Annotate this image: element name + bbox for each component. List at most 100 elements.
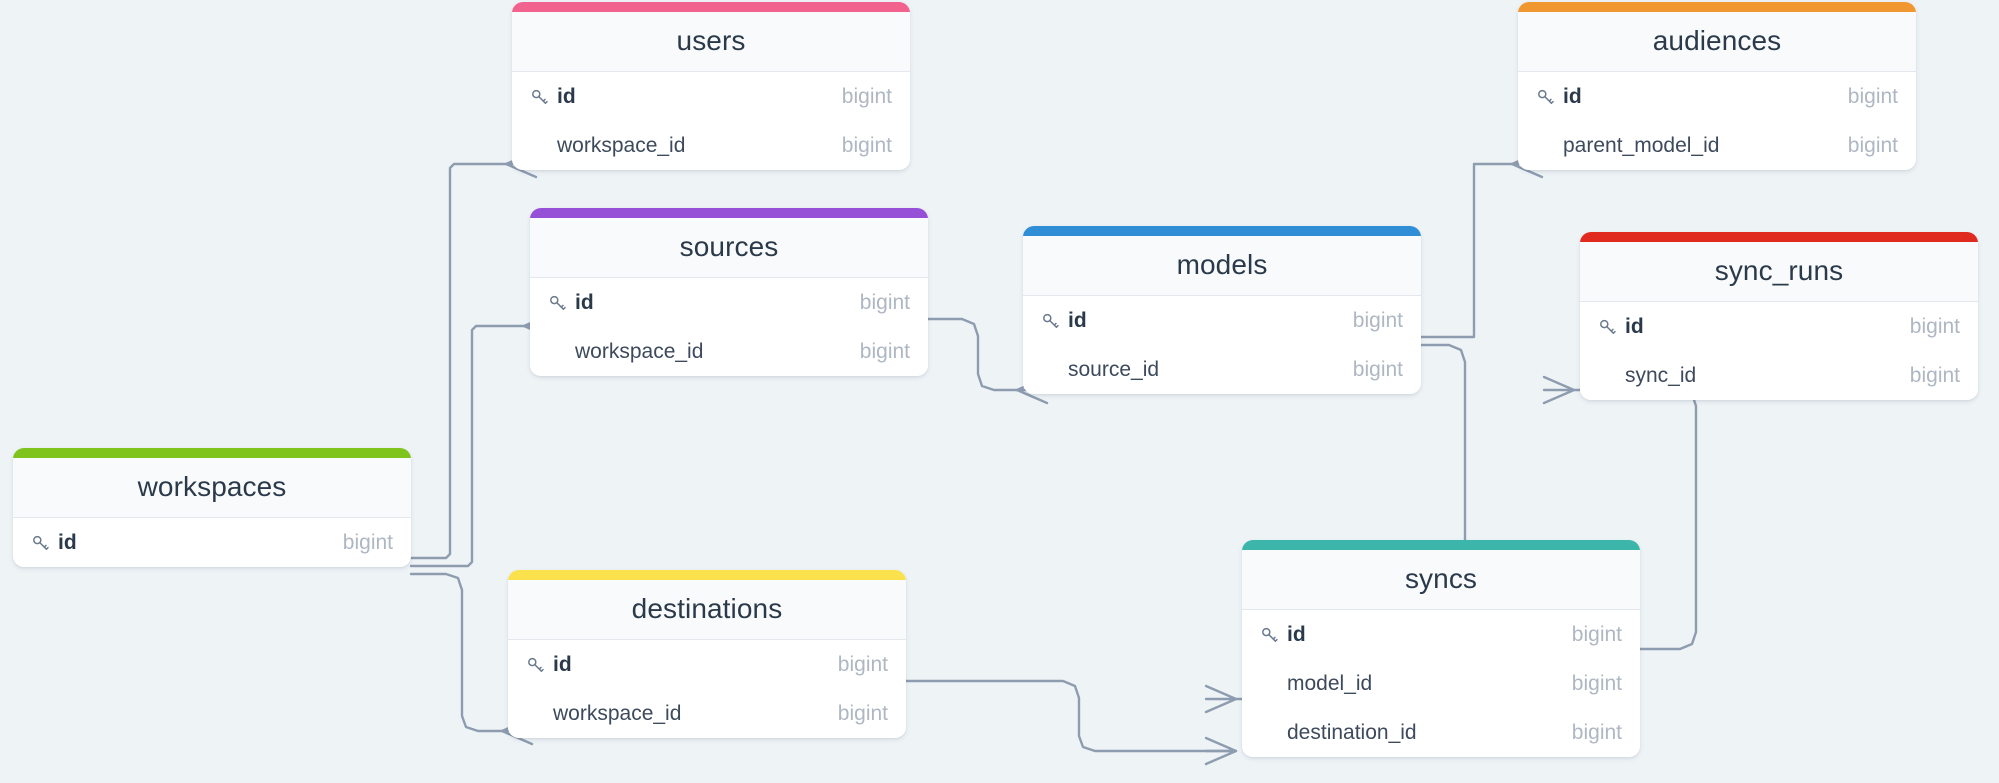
relationship-workspaces-users (409, 149, 538, 560)
column-type: bigint (1571, 671, 1622, 695)
column-row[interactable]: id bigint (1023, 296, 1421, 346)
column-row[interactable]: id bigint (512, 72, 910, 122)
table-title: models (1176, 249, 1268, 280)
table-node-workspaces[interactable]: workspaces id bigint (13, 448, 411, 568)
key-icon (1260, 625, 1280, 645)
column-type: bigint (859, 290, 910, 314)
column-row[interactable]: sync_id bigint (1580, 351, 1978, 401)
column-type: bigint (1909, 314, 1960, 338)
table-accent-bar (512, 2, 910, 12)
column-name-group: source_id (1041, 358, 1339, 382)
column-type: bigint (1352, 357, 1403, 381)
column-name: id (1068, 308, 1087, 332)
table-header: models (1023, 236, 1421, 297)
column-row[interactable]: id bigint (508, 640, 906, 690)
table-title: users (676, 25, 746, 56)
column-name-group: destination_id (1260, 721, 1558, 745)
table-header: audiences (1518, 12, 1916, 73)
column-row[interactable]: workspace_id bigint (508, 689, 906, 739)
column-name: sync_id (1625, 363, 1697, 387)
column-name: workspace_id (553, 701, 682, 725)
column-type: bigint (1352, 308, 1403, 332)
column-type: bigint (1847, 84, 1898, 108)
table-accent-bar (13, 448, 411, 458)
column-name: id (1287, 622, 1306, 646)
table-title: syncs (1404, 563, 1478, 594)
relationship-destinations-syncs (904, 679, 1238, 766)
column-name-group: id (526, 653, 824, 677)
table-accent-bar (1242, 540, 1640, 550)
column-name-group: id (548, 291, 846, 315)
table-title: sources (679, 231, 779, 262)
column-type: bigint (841, 84, 892, 108)
table-header: syncs (1242, 550, 1640, 611)
column-type: bigint (342, 530, 393, 554)
column-name: parent_model_id (1563, 133, 1720, 157)
column-name: source_id (1068, 357, 1160, 381)
column-name-group: workspace_id (548, 340, 846, 364)
column-name-group: workspace_id (526, 702, 824, 726)
key-icon (548, 293, 568, 313)
table-header: workspaces (13, 458, 411, 519)
column-name-group: id (1536, 85, 1834, 109)
column-name: id (553, 652, 572, 676)
column-row[interactable]: model_id bigint (1242, 659, 1640, 709)
table-accent-bar (530, 208, 928, 218)
key-icon (1041, 311, 1061, 331)
table-title: destinations (631, 593, 783, 624)
column-type: bigint (1909, 363, 1960, 387)
column-type: bigint (1571, 720, 1622, 744)
column-name-group: id (1260, 623, 1558, 647)
column-name: id (1563, 84, 1582, 108)
table-accent-bar (1023, 226, 1421, 236)
table-node-destinations[interactable]: destinations id bigint workspace_id bigint (508, 570, 906, 739)
column-row[interactable]: id bigint (530, 278, 928, 328)
column-type: bigint (1847, 133, 1898, 157)
table-accent-bar (1518, 2, 1916, 12)
column-name-group: id (530, 85, 828, 109)
column-name: id (58, 530, 77, 554)
column-name-group: id (1598, 315, 1896, 339)
column-name: model_id (1287, 671, 1373, 695)
column-name: workspace_id (575, 339, 704, 363)
key-icon (1598, 317, 1618, 337)
column-name: id (575, 290, 594, 314)
column-row[interactable]: source_id bigint (1023, 345, 1421, 395)
column-name-group: workspace_id (530, 134, 828, 158)
column-row[interactable]: workspace_id bigint (512, 121, 910, 171)
table-node-models[interactable]: models id bigint source_id bigint (1023, 226, 1421, 395)
column-name-group: sync_id (1598, 364, 1896, 388)
table-accent-bar (1580, 232, 1978, 242)
column-row[interactable]: id bigint (13, 518, 411, 568)
table-header: destinations (508, 580, 906, 641)
column-row[interactable]: destination_id bigint (1242, 708, 1640, 758)
key-icon (526, 655, 546, 675)
column-type: bigint (841, 133, 892, 157)
table-title: workspaces (137, 471, 287, 502)
column-row[interactable]: parent_model_id bigint (1518, 121, 1916, 171)
column-name: destination_id (1287, 720, 1417, 744)
column-name-group: model_id (1260, 672, 1558, 696)
key-icon (530, 87, 550, 107)
column-row[interactable]: id bigint (1580, 302, 1978, 352)
column-type: bigint (837, 701, 888, 725)
relationship-models-audiences (1419, 149, 1544, 339)
table-header: sources (530, 218, 928, 279)
column-type: bigint (837, 652, 888, 676)
column-name-group: id (1041, 309, 1339, 333)
column-row[interactable]: id bigint (1518, 72, 1916, 122)
table-title: sync_runs (1714, 255, 1844, 286)
key-icon (31, 533, 51, 553)
table-node-audiences[interactable]: audiences id bigint parent_model_id bigint (1518, 2, 1916, 171)
column-name: id (557, 84, 576, 108)
column-name-group: id (31, 531, 329, 555)
table-accent-bar (508, 570, 906, 580)
table-node-users[interactable]: users id bigint workspace_id bigint (512, 2, 910, 171)
column-name: id (1625, 314, 1644, 338)
